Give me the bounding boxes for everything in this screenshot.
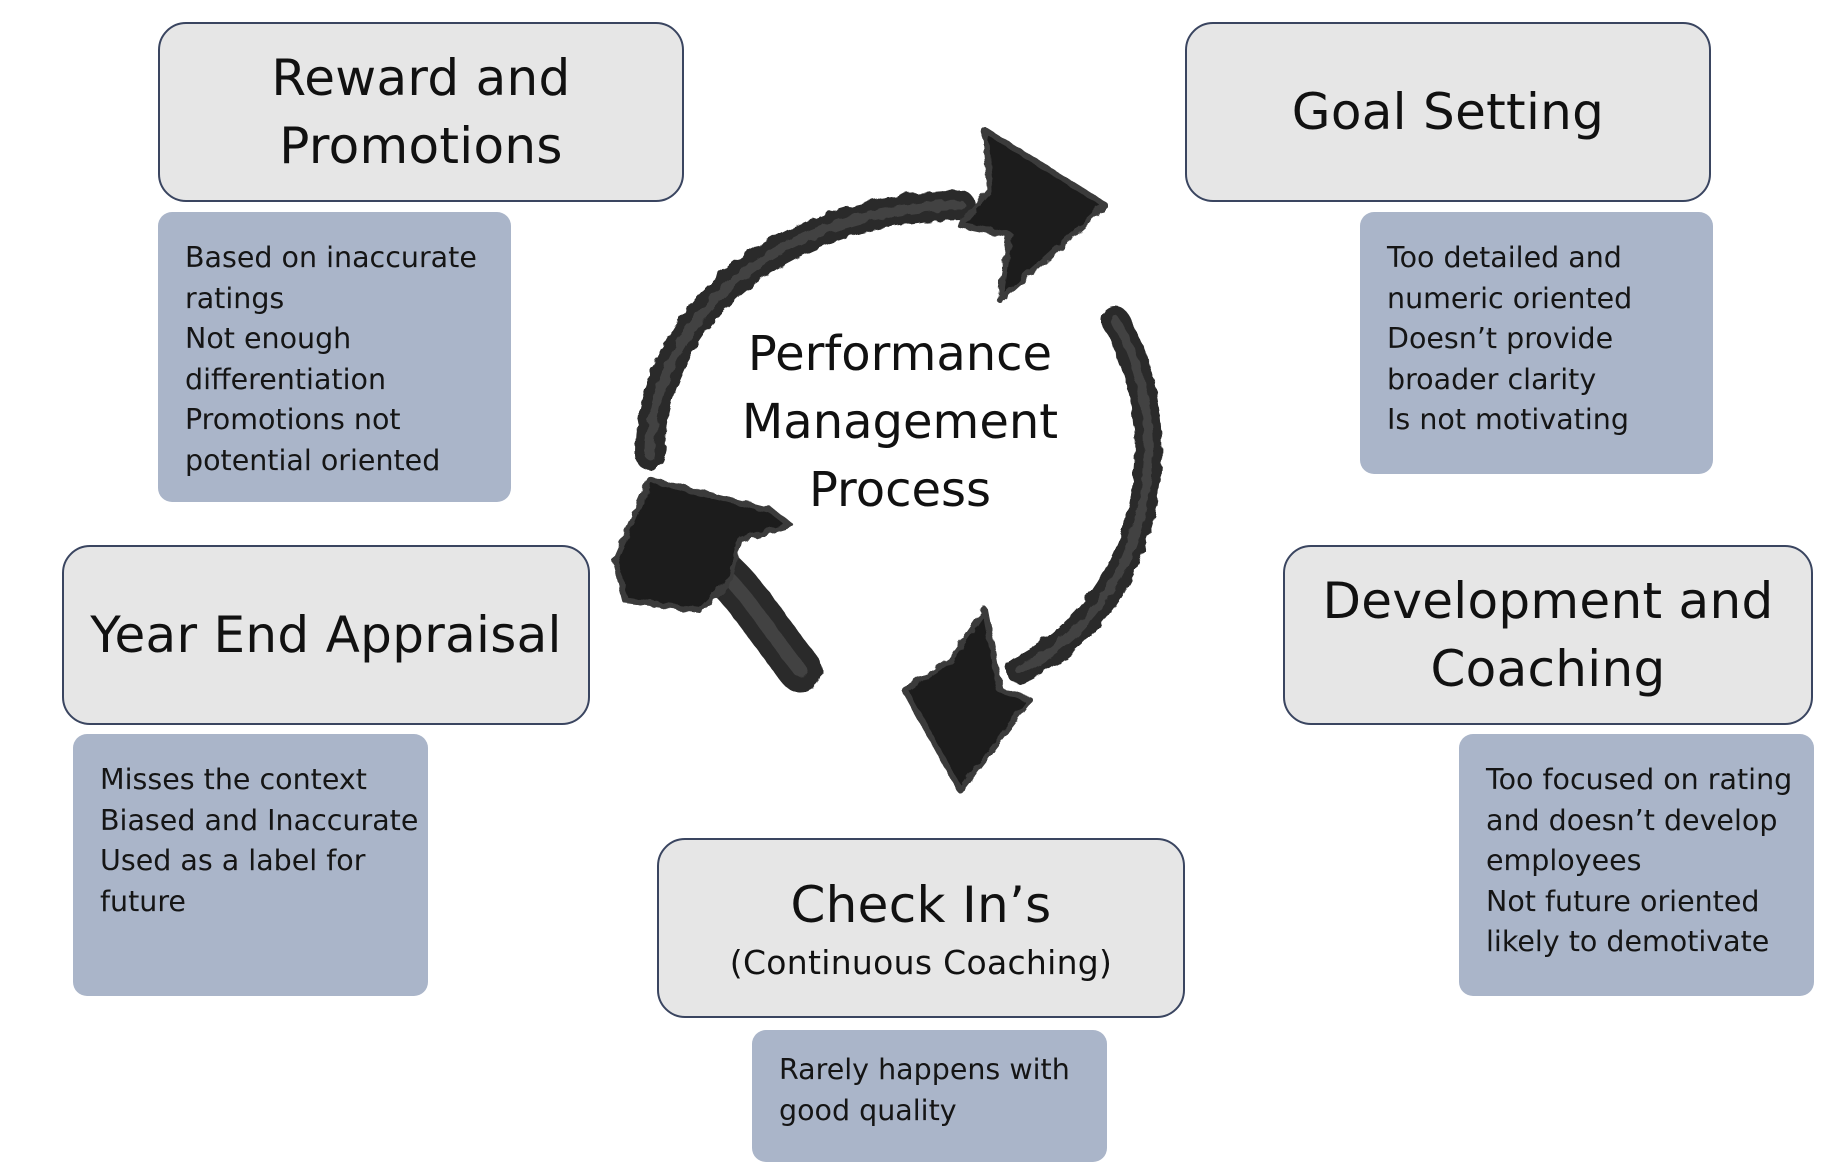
note-line: Not enough [185, 322, 352, 355]
note-line: Too detailed and [1387, 241, 1622, 274]
note-line: ratings [185, 281, 285, 315]
stage-notes-development: Too focused on rating and doesn’t develo… [1459, 734, 1814, 996]
stage-title-development: Development and Coaching [1283, 545, 1813, 725]
stage-title-appraisal-line-1: Year End Appraisal [90, 606, 562, 664]
center-label-line-1: Performance [747, 326, 1053, 382]
note-line: Biased and Inaccurate [100, 803, 419, 837]
stage-notes-checkin: Rarely happens with good quality [752, 1030, 1107, 1162]
stage-title-goal-line-1: Goal Setting [1291, 83, 1605, 141]
note-line: Not future oriented [1486, 884, 1760, 918]
stage-title-reward-line-1: Reward and [271, 49, 571, 107]
note-line: likely to demotivate [1486, 925, 1770, 958]
stage-title-development-line-2: Coaching [1430, 640, 1666, 698]
stage-title-appraisal: Year End Appraisal [62, 545, 590, 725]
note-line: and doesn’t develop [1486, 803, 1778, 837]
note-line: Rarely happens with [779, 1053, 1070, 1086]
note-line: good quality [779, 1093, 957, 1127]
note-line: Doesn’t provide [1387, 322, 1614, 355]
stage-notes-appraisal: Misses the context Biased and Inaccurate… [73, 734, 428, 996]
center-label-line-2: Management [741, 394, 1059, 450]
stage-notes-goal: Too detailed and numeric oriented Doesn’… [1360, 212, 1713, 474]
note-line: future [100, 884, 186, 918]
note-line: broader clarity [1387, 362, 1597, 396]
center-label-line-3: Process [808, 462, 992, 518]
arrow-right [902, 306, 1163, 793]
note-line: Too focused on rating [1486, 763, 1793, 796]
note-line: Misses the context [100, 763, 367, 796]
stage-title-goal: Goal Setting [1185, 22, 1711, 202]
stage-title-development-line-1: Development and [1322, 572, 1774, 630]
note-line: potential oriented [185, 443, 441, 477]
stage-title-checkin: Check In’s (Continuous Coaching) [657, 838, 1185, 1018]
note-line: employees [1486, 844, 1642, 877]
stage-notes-reward: Based on inaccurate ratings Not enough d… [158, 212, 511, 502]
arrow-top [635, 127, 1108, 470]
note-line: Based on inaccurate [185, 241, 477, 274]
note-line: differentiation [185, 362, 387, 396]
note-line: Used as a label for [100, 844, 366, 877]
note-line: Is not motivating [1387, 403, 1629, 436]
stage-title-checkin-subtitle: (Continuous Coaching) [729, 943, 1113, 982]
stage-title-checkin-line-1: Check In’s [790, 876, 1052, 934]
note-line: Promotions not [185, 403, 401, 436]
center-label: Performance Management Process [700, 320, 1100, 524]
arrow-left [612, 477, 822, 692]
note-line: numeric oriented [1387, 281, 1633, 315]
stage-title-reward: Reward and Promotions [158, 22, 684, 202]
stage-title-reward-line-2: Promotions [279, 117, 563, 175]
